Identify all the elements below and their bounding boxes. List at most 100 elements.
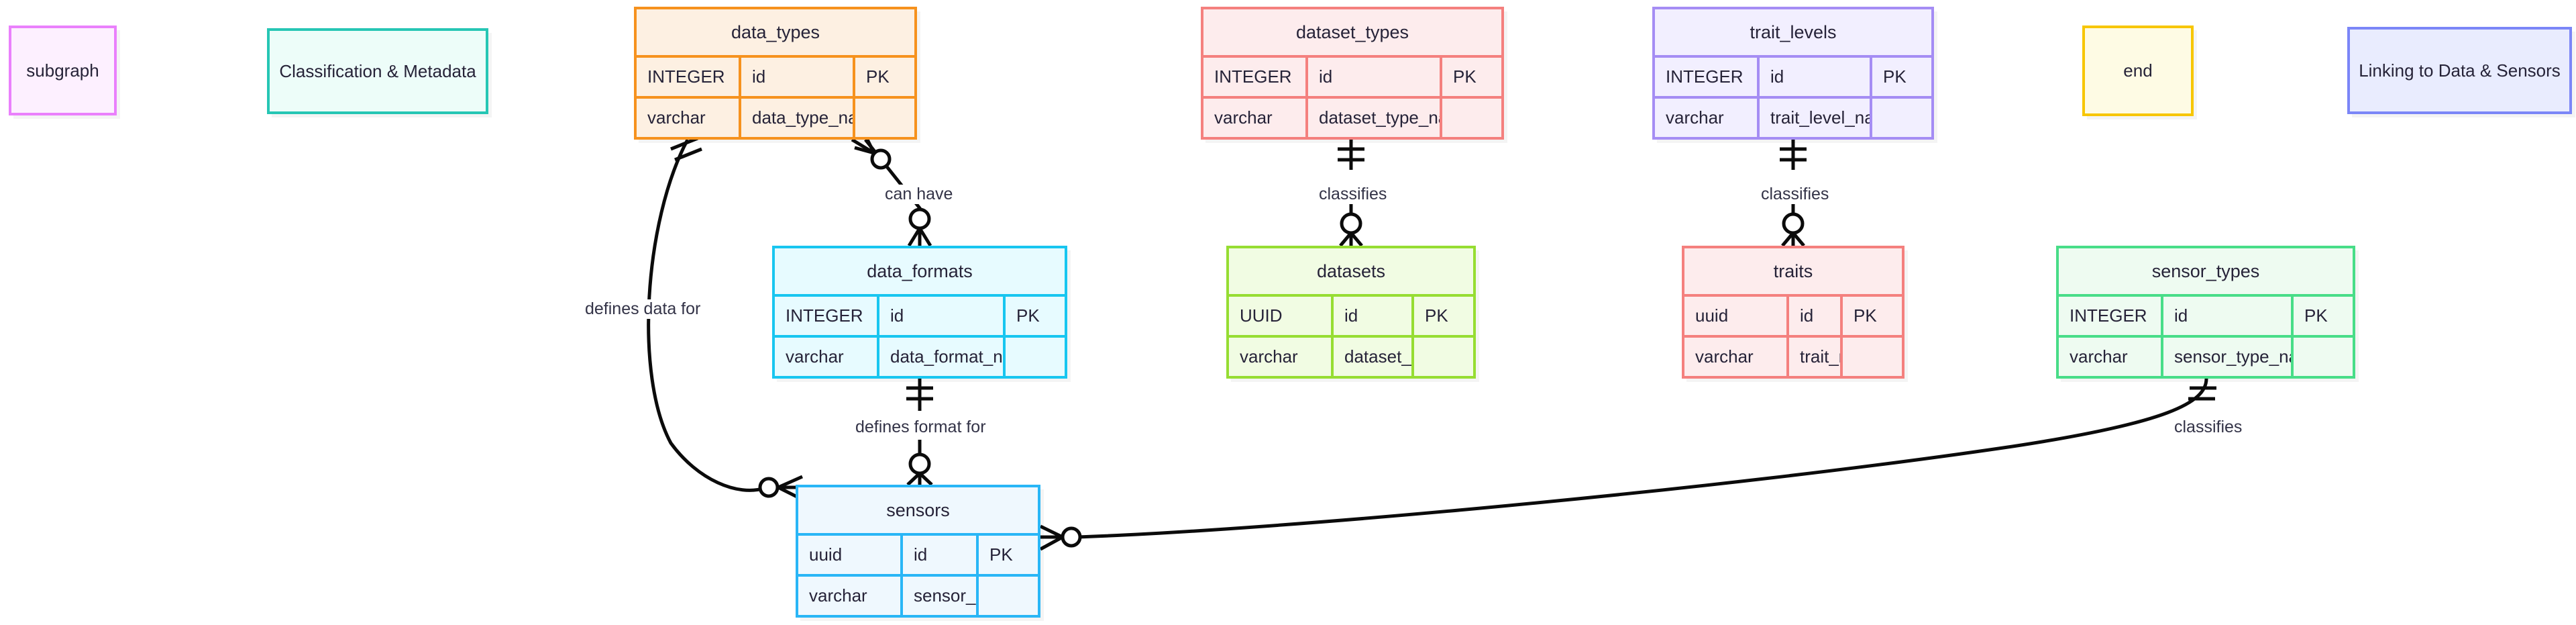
column-type: INTEGER: [647, 66, 725, 87]
column-name: dataset_type_name: [1305, 99, 1440, 137]
table-row: varchar sensor_name: [798, 574, 1038, 615]
column-name: id: [2161, 297, 2291, 335]
column-key: [853, 99, 914, 137]
edge-data-formats-sensors: [906, 379, 933, 486]
column-key: [976, 577, 1038, 615]
er-table-traits-title: traits: [1773, 261, 1813, 281]
column-name: trait_level_name: [1757, 99, 1870, 137]
column-key: PK: [1840, 297, 1902, 335]
er-table-datasets-title: datasets: [1316, 261, 1386, 281]
er-table-data-formats[interactable]: data_formats INTEGER id PK varchar data_…: [772, 246, 1067, 379]
column-key: [1440, 99, 1501, 137]
er-table-sensors[interactable]: sensors uuid id PK varchar sensor_name: [796, 485, 1040, 618]
legend-box-linking-to-data-sensors[interactable]: Linking to Data & Sensors: [2347, 27, 2572, 114]
relationship-label-defines-format-for: defines format for: [851, 418, 990, 437]
legend-box-classification-metadata[interactable]: Classification & Metadata: [267, 28, 488, 114]
table-row: INTEGER id PK: [1655, 55, 1931, 96]
edge-data-types-sensors: [647, 136, 804, 501]
column-key: [1003, 338, 1065, 376]
column-type: varchar: [1695, 346, 1754, 367]
column-name: data_type_name: [739, 99, 853, 137]
column-key: PK: [1411, 297, 1473, 335]
table-row: varchar trait_name: [1684, 335, 1902, 376]
column-name: id: [1331, 297, 1411, 335]
column-name: id: [1786, 297, 1840, 335]
er-table-data-formats-title: data_formats: [867, 261, 973, 281]
relationship-label-classifies-traits: classifies: [1757, 185, 1833, 204]
relationship-label-can-have: can have: [881, 185, 957, 204]
table-row: uuid id PK: [798, 533, 1038, 574]
table-row: INTEGER id PK: [2059, 294, 2353, 335]
table-row: varchar data_type_name: [637, 96, 914, 137]
edge-data-types-data-formats: [851, 134, 932, 247]
table-row: varchar dataset_type_name: [1203, 96, 1501, 137]
column-key: PK: [2291, 297, 2353, 335]
legend-box-subgraph-label: subgraph: [26, 60, 99, 81]
er-table-dataset-types[interactable]: dataset_types INTEGER id PK varchar data…: [1201, 7, 1504, 140]
column-type: uuid: [809, 544, 843, 565]
table-row: varchar sensor_type_name: [2059, 335, 2353, 376]
column-name: dataset_name: [1331, 338, 1411, 376]
relationship-label-classifies-sensors: classifies: [2170, 418, 2247, 437]
table-row: varchar dataset_name: [1229, 335, 1473, 376]
table-row: UUID id PK: [1229, 294, 1473, 335]
column-type: INTEGER: [1666, 66, 1743, 87]
table-row: varchar data_format_name: [775, 335, 1065, 376]
column-name: id: [739, 58, 853, 96]
column-name: trait_name: [1786, 338, 1840, 376]
column-name: data_format_name: [877, 338, 1003, 376]
er-table-trait-levels-title: trait_levels: [1750, 22, 1837, 42]
er-table-data-types[interactable]: data_types INTEGER id PK varchar data_ty…: [634, 7, 917, 140]
column-type: varchar: [1214, 107, 1273, 128]
column-type: INTEGER: [2070, 305, 2147, 326]
legend-box-end-label: end: [2123, 60, 2153, 81]
legend-box-classification-metadata-label: Classification & Metadata: [279, 60, 476, 81]
column-type: varchar: [2070, 346, 2128, 367]
column-type: varchar: [1666, 107, 1724, 128]
edge-trait-levels-traits: [1780, 140, 1807, 247]
column-key: PK: [976, 536, 1038, 574]
column-name: id: [1305, 58, 1440, 96]
column-key: PK: [1003, 297, 1065, 335]
column-type: varchar: [647, 107, 706, 128]
column-key: [2291, 338, 2353, 376]
column-name: id: [877, 297, 1003, 335]
table-row: varchar trait_level_name: [1655, 96, 1931, 137]
column-key: PK: [1870, 58, 1931, 96]
er-table-datasets[interactable]: datasets UUID id PK varchar dataset_name: [1226, 246, 1476, 379]
table-row: INTEGER id PK: [637, 55, 914, 96]
column-key: [1411, 338, 1473, 376]
er-table-dataset-types-title: dataset_types: [1295, 22, 1409, 42]
column-type: UUID: [1240, 305, 1283, 326]
edge-sensor-types-sensors: [1039, 378, 2216, 551]
legend-box-subgraph[interactable]: subgraph: [9, 26, 117, 115]
edge-dataset-types-datasets: [1338, 140, 1364, 247]
column-type: varchar: [809, 585, 867, 606]
column-type: varchar: [1240, 346, 1298, 367]
er-table-sensor-types-title: sensor_types: [2151, 261, 2260, 281]
relationship-label-classifies-datasets: classifies: [1315, 185, 1391, 204]
column-key: PK: [1440, 58, 1501, 96]
er-table-sensor-types[interactable]: sensor_types INTEGER id PK varchar senso…: [2056, 246, 2355, 379]
er-table-trait-levels[interactable]: trait_levels INTEGER id PK varchar trait…: [1652, 7, 1934, 140]
table-row: uuid id PK: [1684, 294, 1902, 335]
column-type: INTEGER: [786, 305, 863, 326]
er-table-data-types-title: data_types: [731, 22, 820, 42]
column-type: uuid: [1695, 305, 1729, 326]
column-name: id: [1757, 58, 1870, 96]
table-row: INTEGER id PK: [775, 294, 1065, 335]
table-row: INTEGER id PK: [1203, 55, 1501, 96]
column-key: PK: [853, 58, 914, 96]
er-table-sensors-title: sensors: [886, 500, 950, 520]
legend-box-end[interactable]: end: [2082, 26, 2194, 116]
column-key: [1840, 338, 1902, 376]
column-name: sensor_name: [900, 577, 976, 615]
column-name: id: [900, 536, 976, 574]
column-type: INTEGER: [1214, 66, 1292, 87]
er-table-traits[interactable]: traits uuid id PK varchar trait_name: [1682, 246, 1904, 379]
relationship-label-defines-data-for: defines data for: [581, 299, 705, 319]
column-key: [1870, 99, 1931, 137]
legend-box-linking-to-data-sensors-label: Linking to Data & Sensors: [2359, 60, 2561, 81]
